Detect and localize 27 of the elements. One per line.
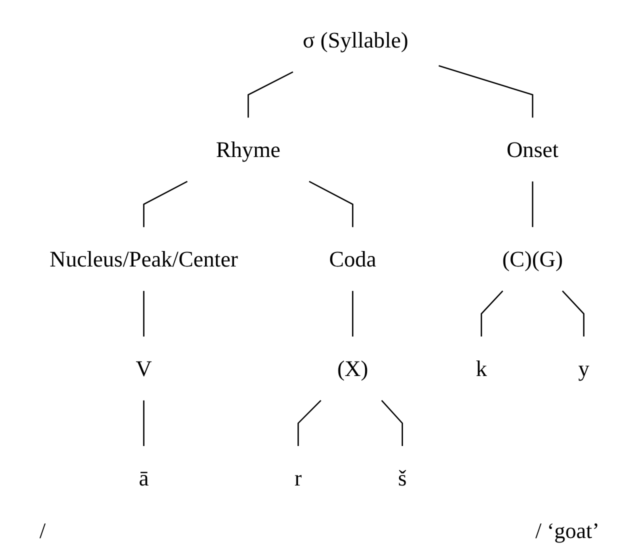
connector (532, 181, 534, 228)
node-text: (X) (337, 356, 368, 382)
node-text: š (398, 465, 407, 491)
node-text: k (476, 356, 487, 382)
connector (480, 290, 504, 337)
connector (248, 71, 294, 118)
node-text: Rhyme (216, 136, 280, 162)
node-text: ā (138, 465, 149, 491)
transcription-mark: / ‘goat’ (535, 518, 600, 544)
node-text: Onset (506, 136, 559, 162)
connector (308, 180, 354, 228)
connector (143, 400, 144, 446)
transcription-mark: / (40, 518, 46, 544)
node-text: Coda (329, 246, 376, 272)
connector (381, 400, 403, 446)
connector (562, 290, 584, 337)
node-text: (C)(G) (502, 246, 563, 272)
node-text: V (136, 356, 152, 382)
connector (438, 65, 534, 118)
node-text: y (578, 356, 590, 382)
connector (298, 400, 322, 446)
node-text: Nucleus/Peak/Center (50, 246, 238, 272)
node-text: σ (Syllable) (302, 27, 408, 53)
connector (143, 180, 188, 228)
connector (143, 290, 144, 337)
node-text: r (294, 465, 302, 491)
connector (352, 290, 354, 337)
